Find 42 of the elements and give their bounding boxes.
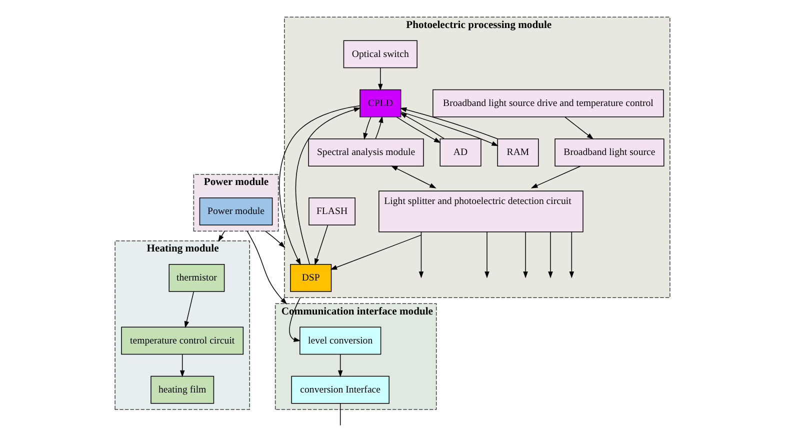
arrow [378,68,383,91]
arrow [523,231,528,278]
node-box: Spectral analysis module [308,138,424,166]
node-box: Power module [199,197,273,226]
arrow [400,112,445,140]
node-box: thermistor [168,264,225,292]
arrow [530,166,581,188]
arrow [184,291,194,328]
arrow [289,297,301,342]
node-box: level conversion [300,326,382,355]
arrow [400,111,499,146]
arrow [338,354,343,378]
arrow [246,230,288,304]
arrow [218,230,225,242]
arrow [363,116,372,140]
arrow [484,231,490,278]
node-box: conversion Interface [291,376,390,404]
node-box: Broadband light source drive and temperature control [432,89,664,118]
node-box: Broadband light source [554,138,664,166]
node-box: CPLD [360,89,402,118]
node-box: FLASH [308,197,356,226]
node-box: DSP [290,264,332,292]
arrow [390,166,436,188]
arrow [569,231,574,278]
arrow [180,354,185,378]
node-box: Optical switch [343,40,418,68]
arrow [314,224,328,266]
arrow [330,234,422,270]
arrow [548,231,553,278]
arrow [295,107,361,265]
arrow [264,230,286,248]
arrow [564,116,594,140]
arrow [279,105,360,266]
node-box: heating film [150,376,214,404]
node-box: RAM [497,138,539,166]
arrow [375,116,384,140]
arrow [400,107,498,140]
arrow [396,116,441,143]
node-box: temperature control circuit [121,326,244,355]
node-box: AD [440,138,482,166]
connector [340,403,341,426]
arrow [418,231,424,278]
